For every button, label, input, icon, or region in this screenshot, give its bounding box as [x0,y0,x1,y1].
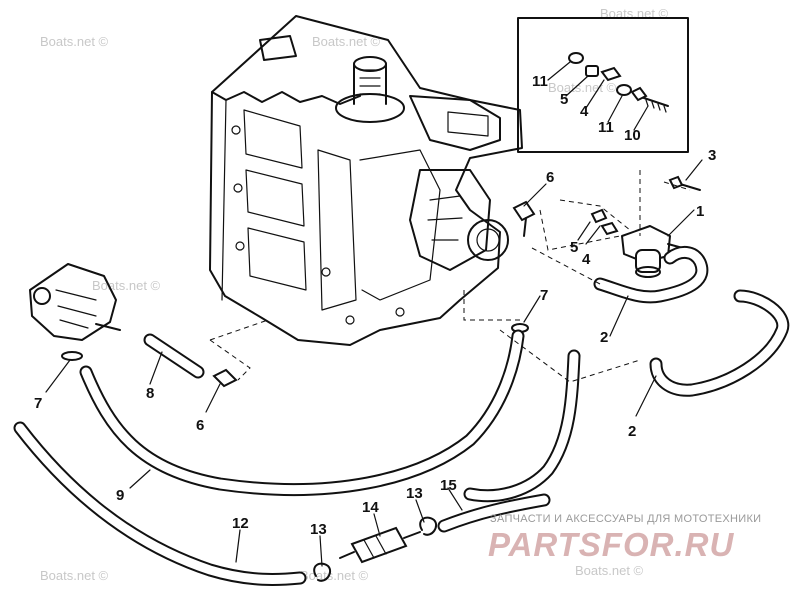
watermark-text: Boats.net © [300,568,369,583]
callout-8: 8 [146,385,154,402]
callout-10: 10 [624,127,641,144]
callout-11: 11 [598,119,614,136]
watermark-text: Boats.net © [312,34,381,49]
callout-4: 4 [582,251,591,268]
elbow-fitting-part [212,368,238,388]
hoses [13,246,790,587]
hardware-inset [517,17,689,153]
washer-part [616,84,632,96]
clamp-part [313,562,332,582]
brand-caption: ЗАПЧАСТИ И АКСЕССУАРЫ ДЛЯ МОТОТЕХНИКИ [490,513,762,525]
inline-fuel-filter [313,516,438,582]
watermark-text: Boats.net © [575,563,644,578]
callout-6: 6 [196,417,204,434]
engine-block-illustration [209,15,523,346]
callout-1: 1 [696,203,704,220]
washer-part [568,52,584,64]
clamp-part [61,351,83,361]
fuel-pump-illustration [29,263,121,341]
callout-7: 7 [540,287,548,304]
bushing-part [585,65,599,77]
callout-12: 12 [232,515,249,532]
callout-4: 4 [580,103,589,120]
callout-3: 3 [708,147,716,164]
clamp-part [419,516,438,536]
callout-5: 5 [560,91,568,108]
elbow-fitting-part [512,200,536,222]
callouts: 3 1 2 2 5 4 6 7 8 7 6 9 12 13 14 13 15 1… [34,73,716,538]
routing-lines [209,170,691,383]
leader-lines [45,61,703,567]
callout-13: 13 [406,485,423,502]
callout-11: 11 [532,73,548,90]
callout-15: 15 [440,477,457,494]
callout-14: 14 [362,499,379,516]
callout-2: 2 [600,329,608,346]
watermark-text: Boats.net © [92,278,161,293]
callout-13: 13 [310,521,327,538]
callout-7: 7 [34,395,42,412]
nut-part [600,66,622,82]
callout-9: 9 [116,487,124,504]
callout-2: 2 [628,423,636,440]
fuel-filter-bracket [590,175,701,278]
callout-6: 6 [546,169,554,186]
watermark-text: Boats.net © [548,80,617,95]
brand-logo: PARTSFOR.RU [488,526,735,563]
watermark-text: Boats.net © [40,34,109,49]
watermark-text: Boats.net © [40,568,109,583]
fittings [61,200,536,388]
screw-part [679,183,701,191]
callout-5: 5 [570,239,578,256]
